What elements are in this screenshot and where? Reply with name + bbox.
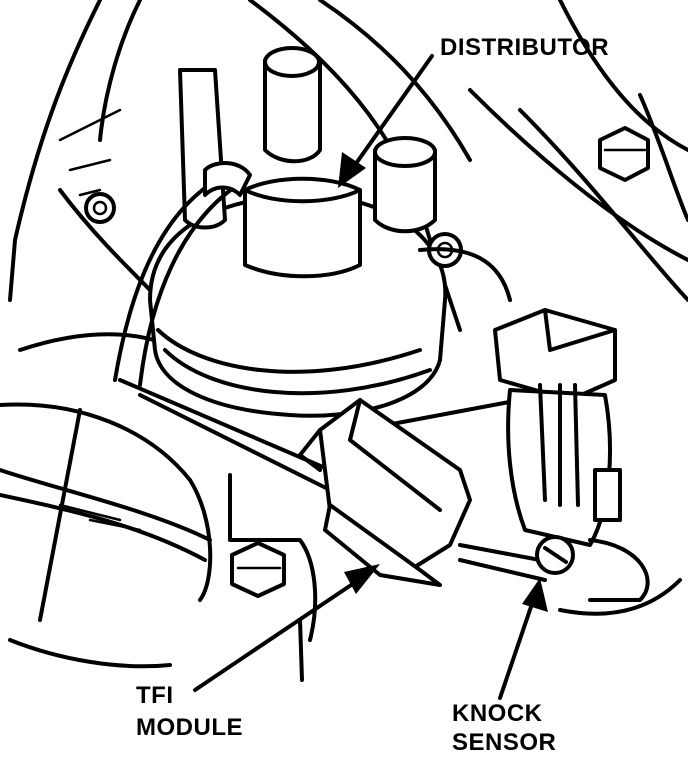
distributor-body	[113, 46, 463, 418]
distributor-leader-arrow	[338, 54, 434, 188]
tfi-label-line2: MODULE	[136, 714, 243, 741]
wire-harness	[118, 378, 547, 582]
knock-label-line2: SENSOR	[452, 729, 557, 756]
bolt-lower	[228, 473, 318, 682]
bolt-upper-right	[598, 126, 650, 182]
misc-contours	[8, 247, 682, 669]
knock-sensor	[493, 308, 650, 602]
pulley-lower-left	[0, 402, 213, 622]
tfi-module	[298, 398, 472, 587]
knock-leader-arrow	[498, 578, 548, 700]
distributor-label: DISTRIBUTOR	[440, 34, 610, 61]
bolt-left	[84, 192, 116, 224]
tfi-label-line1: TFI	[136, 682, 174, 709]
knock-label-line1: KNOCK	[452, 700, 543, 727]
tfi-leader-arrow	[193, 564, 380, 692]
